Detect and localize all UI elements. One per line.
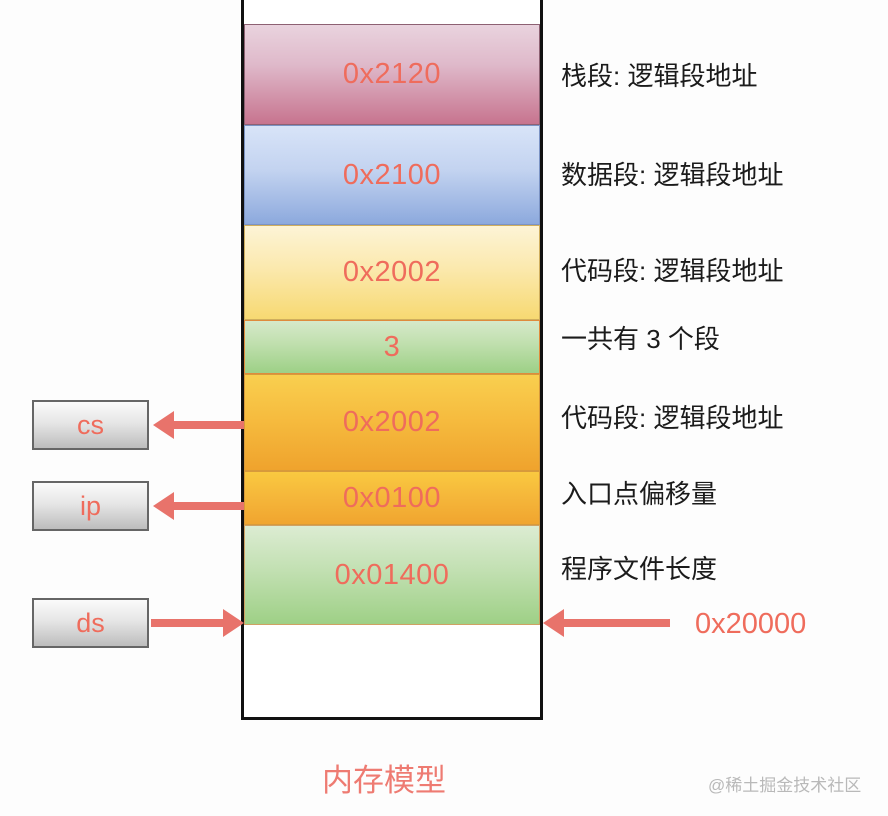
label-ip-value: 入口点偏移量 bbox=[561, 479, 718, 509]
memory-block-ip-value[interactable]: 0x0100 bbox=[244, 471, 540, 525]
label-data-segment: 数据段: 逻辑段地址 bbox=[561, 160, 784, 190]
memory-block-data-segment[interactable]: 0x2100 bbox=[244, 125, 540, 225]
label-file-length: 程序文件长度 bbox=[561, 554, 718, 584]
diagram-caption: 内存模型 bbox=[322, 763, 446, 798]
memory-block-value: 0x2120 bbox=[342, 58, 442, 90]
memory-block-stack-segment[interactable]: 0x2120 bbox=[244, 24, 540, 125]
memory-block-value: 0x2002 bbox=[342, 256, 442, 288]
register-box-ip[interactable]: ip bbox=[32, 481, 149, 531]
memory-block-value: 0x2100 bbox=[342, 158, 442, 191]
register-label: ds bbox=[76, 607, 105, 638]
memory-block-value: 0x2002 bbox=[342, 406, 442, 438]
base-address-value: 0x20000 bbox=[695, 608, 807, 640]
arrow-ds-pointer bbox=[151, 619, 225, 627]
label-segment-count: 一共有 3 个段 bbox=[561, 324, 720, 354]
arrow-cs-pointer bbox=[172, 421, 244, 429]
register-label: cs bbox=[77, 409, 104, 440]
label-stack-segment: 栈段: 逻辑段地址 bbox=[561, 61, 758, 91]
arrow-ip-pointer bbox=[172, 502, 244, 510]
memory-block-file-length[interactable]: 0x01400 bbox=[244, 525, 540, 625]
watermark-text: @稀土掘金技术社区 bbox=[708, 776, 862, 795]
memory-block-cs-value[interactable]: 0x2002 bbox=[244, 374, 540, 471]
memory-block-code-segment-header[interactable]: 0x2002 bbox=[244, 225, 540, 320]
register-box-ds[interactable]: ds bbox=[32, 598, 149, 648]
label-cs-value: 代码段: 逻辑段地址 bbox=[561, 403, 784, 433]
register-box-cs[interactable]: cs bbox=[32, 400, 149, 450]
register-label: ip bbox=[79, 490, 101, 521]
label-code-segment-header: 代码段: 逻辑段地址 bbox=[561, 256, 784, 286]
memory-block-value: 3 bbox=[383, 330, 401, 363]
arrow-base-address bbox=[562, 619, 670, 627]
memory-block-segment-count[interactable]: 3 bbox=[244, 320, 540, 374]
memory-block-value: 0x01400 bbox=[334, 558, 450, 591]
memory-block-value: 0x0100 bbox=[342, 481, 442, 514]
